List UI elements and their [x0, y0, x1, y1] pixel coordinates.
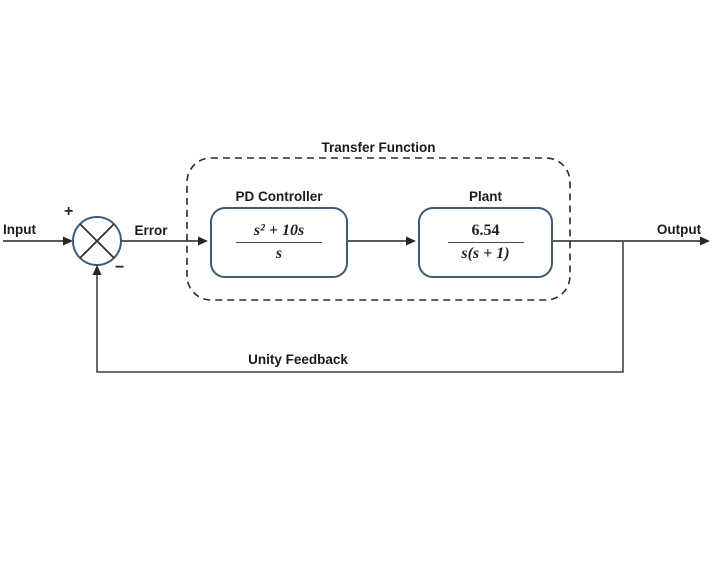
pd-controller-block: s² + 10s s [210, 207, 348, 278]
error-arrowhead-icon [198, 236, 208, 246]
plant-denominator: s(s + 1) [461, 245, 510, 262]
transfer-function-group-title: Transfer Function [321, 140, 436, 155]
plant-block: 6.54 s(s + 1) [418, 207, 553, 278]
pd-controller-denominator: s [275, 245, 283, 262]
unity-feedback-label: Unity Feedback [248, 352, 348, 367]
pd-controller-label: PD Controller [235, 189, 323, 204]
plant-label: Plant [468, 189, 502, 204]
error-label: Error [134, 223, 168, 238]
plant-transfer-function: 6.54 s(s + 1) [447, 222, 524, 262]
feedback-wire [96, 241, 624, 373]
summing-junction-x-line2 [79, 223, 115, 259]
output-arrowhead-icon [700, 236, 710, 246]
feedback-arrowhead-icon [92, 265, 102, 275]
plus-sign: + [64, 203, 74, 220]
input-label: Input [3, 222, 36, 237]
output-label: Output [656, 222, 702, 237]
controller-to-plant-arrowhead-icon [406, 236, 416, 246]
fraction-bar [236, 242, 322, 243]
pd-controller-numerator: s² + 10s [253, 222, 305, 240]
minus-sign: − [115, 259, 125, 276]
input-arrowhead-icon [63, 236, 73, 246]
pd-controller-transfer-function: s² + 10s s [236, 222, 322, 262]
plant-numerator: 6.54 [471, 222, 500, 240]
fraction-bar [447, 242, 524, 243]
